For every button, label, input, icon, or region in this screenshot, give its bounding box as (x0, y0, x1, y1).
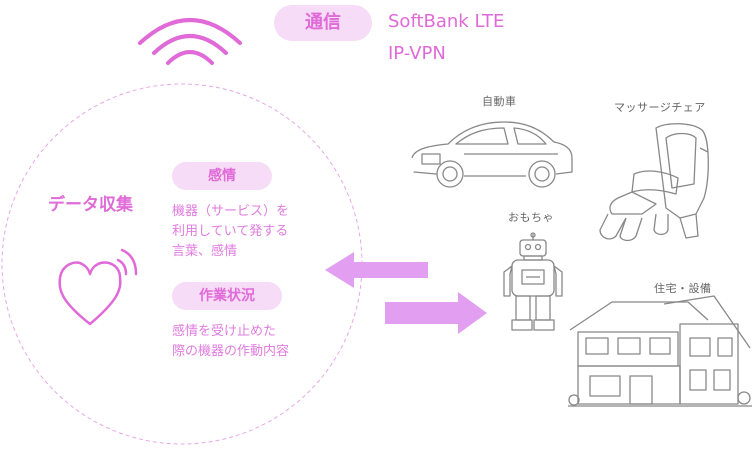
emotion-desc-line3: 言葉、感情 (172, 244, 238, 259)
toy-robot-icon (503, 232, 563, 331)
communication-label: 通信 (274, 5, 372, 41)
heart-signal-icon (58, 248, 138, 326)
network-line1: SoftBank LTE (388, 11, 505, 32)
toy-label: おもちゃ (508, 211, 554, 224)
emotion-desc-line1: 機器（サービス）を (172, 204, 290, 219)
massage-chair-icon (599, 123, 709, 242)
house-icon (568, 295, 752, 407)
car-icon (411, 121, 573, 188)
emotion-desc-line2: 利用していて発する (172, 224, 289, 239)
emotion-label: 感情 (172, 162, 272, 190)
massage-chair-label: マッサージチェア (614, 101, 706, 114)
arrow-left (325, 252, 428, 288)
network-line2: IP-VPN (388, 43, 446, 64)
data-collection-title: データ収集 (48, 195, 133, 215)
house-label: 住宅・設備 (654, 282, 712, 295)
arrow-right (385, 292, 487, 334)
work-desc-line1: 感情を受け止めた (172, 324, 277, 339)
work-status-label: 作業状況 (172, 282, 282, 310)
work-desc-line2: 際の機器の作動内容 (172, 344, 290, 359)
wifi-signal-icon (138, 18, 242, 65)
car-label: 自動車 (482, 95, 517, 108)
